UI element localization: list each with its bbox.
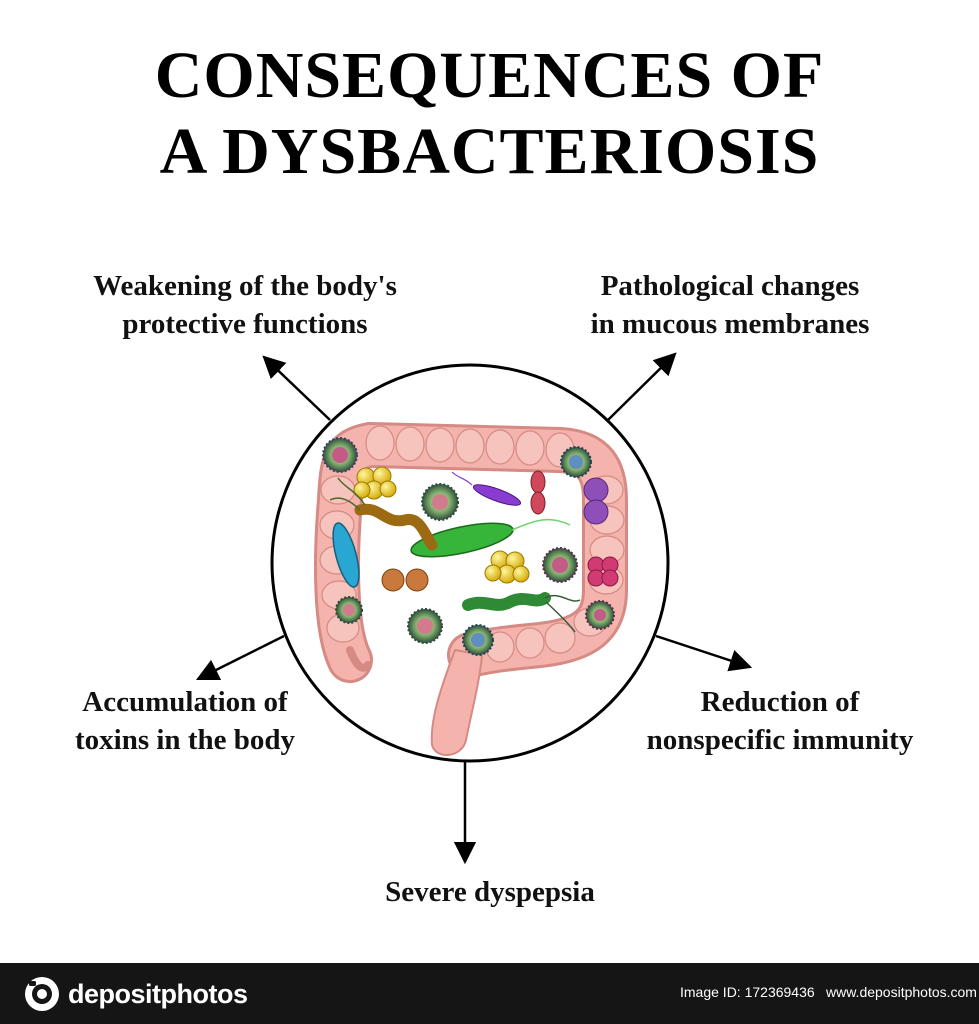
consequence-accumulation-of-toxins: Accumulation of toxins in the body (40, 683, 330, 759)
brown-cocci-icon (381, 568, 429, 592)
image-id: Image ID: 172369436 (680, 984, 815, 1000)
staphylococcus-icon (353, 466, 397, 500)
label-line: Accumulation of (82, 686, 288, 718)
spirillum-icon (329, 477, 438, 551)
arrow-mid-left (195, 634, 285, 681)
consequence-severe-dyspepsia: Severe dyspepsia (280, 873, 700, 911)
virus-icon (407, 608, 443, 644)
diplococcus-icon (530, 470, 546, 515)
arrow-top-left (262, 355, 331, 421)
brand-name: depositphotos (68, 978, 248, 1009)
staphylococcus-icon (484, 550, 530, 584)
label-line: Weakening of the body's (93, 270, 397, 302)
arrow-top-right (607, 352, 677, 421)
helicobacter-icon (462, 592, 581, 633)
virus-icon (322, 437, 358, 473)
red-cocci-icon (587, 556, 619, 587)
label-line: in mucous membranes (590, 308, 870, 340)
diagram-title: CONSEQUENCES OF A DYSBACTERIOSIS (0, 38, 979, 190)
purple-bacillus-icon (451, 471, 522, 506)
virus-icon (462, 624, 494, 656)
consequence-weakening-protective-functions: Weakening of the body's protective funct… (40, 267, 450, 343)
purple-cocci-icon (583, 477, 609, 525)
label-line: toxins in the body (75, 724, 295, 756)
virus-icon (585, 600, 615, 630)
brand-logo[interactable]: depositphotos (24, 975, 248, 1013)
virus-icon (560, 446, 592, 478)
green-bacillus-icon (410, 518, 571, 558)
diagram-canvas (195, 352, 753, 865)
microbes (322, 437, 619, 656)
virus-icon (335, 596, 363, 624)
label-line: nonspecific immunity (646, 724, 914, 756)
site-url[interactable]: www.depositphotos.com (826, 984, 977, 1000)
consequence-pathological-changes-mucous: Pathological changes in mucous membranes (540, 267, 920, 343)
arrow-mid-right (655, 634, 753, 672)
camera-circle-icon (25, 977, 59, 1011)
arrows (195, 352, 753, 865)
blue-bacillus-icon (332, 522, 360, 588)
title-line-2: A DYSBACTERIOSIS (159, 115, 820, 188)
label-line: Severe dyspepsia (385, 876, 595, 908)
virus-icon (542, 547, 578, 583)
label-line: Reduction of (700, 686, 860, 718)
label-line: Pathological changes (600, 270, 860, 302)
label-line: protective functions (122, 308, 368, 340)
virus-icon (421, 483, 459, 521)
stock-footer-bar: depositphotos Image ID: 172369436 www.de… (0, 963, 979, 1024)
title-line-1: CONSEQUENCES OF (154, 39, 825, 112)
consequence-reduction-nonspecific-immunity: Reduction of nonspecific immunity (610, 683, 950, 759)
